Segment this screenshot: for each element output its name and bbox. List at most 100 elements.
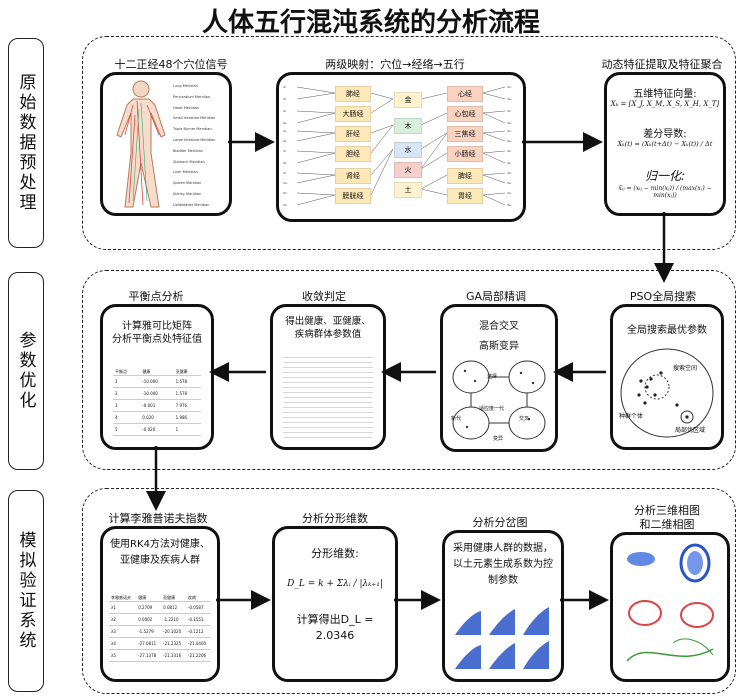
bifurcation-card: 采用健康人群的数据，以土元素生成系数为控制参数 <box>442 530 564 682</box>
svg-text:d₃₁: d₃₁ <box>507 149 512 153</box>
meridian-label: Small Intestine Meridian <box>173 116 216 121</box>
table-cell: λ5 <box>109 649 137 662</box>
ga-label-select: 选择 <box>487 374 498 380</box>
pso-card: 全局搜索最优参数 搜索空间 种群个体 局部优区域 <box>610 304 724 450</box>
phase-card <box>610 532 730 682</box>
meridian-label: Liver Meridian <box>173 170 198 175</box>
meridian-stomach: 胃经 <box>447 188 483 204</box>
table-cell: -27.0811 <box>136 637 162 650</box>
pso-label-space: 搜索空间 <box>673 365 698 372</box>
table-header: 亚健康 <box>161 595 187 602</box>
table-header: 李雅普诺夫 <box>109 595 137 602</box>
svg-text:d₇: d₇ <box>283 149 287 153</box>
feature-card: 五维特征向量: Xₖ = [X_J, X_M, X_S, X_H, X_T] 差… <box>604 72 726 216</box>
norm-formula: x̃ᵢⱼ = (xᵢⱼ − min(xⱼ)) / (max(xⱼ) − min(… <box>618 185 712 199</box>
table-header: 疾病 <box>186 595 211 602</box>
table-cell: 1 <box>173 423 201 436</box>
meridian-label: Gallbladder Meridian <box>173 202 210 207</box>
meridian-liver: 肝经 <box>335 126 371 142</box>
table-cell: 2 <box>113 387 141 400</box>
meridian-label: Stomach Meridian <box>173 159 205 164</box>
element-metal: 金 <box>394 92 422 108</box>
table-cell: 4 <box>113 411 141 424</box>
element-earth: 土 <box>394 182 422 198</box>
meridian-label: Pericardium Meridian <box>173 94 211 99</box>
pso-caption: PSO全局搜索 <box>629 290 697 303</box>
meridian-label: Spleen Meridian <box>173 181 202 186</box>
region-preprocess <box>82 36 736 250</box>
table-header: 健康 <box>136 595 162 602</box>
ga-card: 混合交叉 高斯变异 选择 交叉 变异 适应度一代 新代 <box>440 304 558 452</box>
table-cell: 1.578 <box>173 375 201 388</box>
table-header: 平衡点 <box>113 369 141 376</box>
meridian-label: Heart Meridian <box>173 105 199 110</box>
table-cell: -0.020 <box>140 423 174 436</box>
table-cell: -20.1020 <box>161 625 187 638</box>
svg-text:d₆: d₆ <box>283 139 287 143</box>
svg-text:d₃₀: d₃₀ <box>507 139 512 143</box>
ga-label-new: 新代 <box>451 416 462 422</box>
table-cell: -27.1378 <box>136 649 162 662</box>
table-cell: λ3 <box>109 625 137 638</box>
ga-text-crossover: 混合交叉 <box>479 321 519 332</box>
phase-caption-3d: 分析三维相图 <box>634 504 700 517</box>
acupoint-card: Lung Meridian Pericardium Meridian Heart… <box>100 72 232 216</box>
meridian-label: Triple Burner Meridian <box>173 127 212 132</box>
meridian-triple-burner: 三焦经 <box>447 126 483 142</box>
svg-text:d₄: d₄ <box>283 121 287 125</box>
table-header: 健康 <box>140 369 174 376</box>
table-cell: λ1 <box>109 601 137 614</box>
ga-caption: GA局部精调 <box>465 290 527 303</box>
lyapunov-text: 使用RK4方法对健康、亚健康及疾病人群 <box>110 539 210 566</box>
ga-label-crossover: 交叉 <box>519 416 530 422</box>
bifurcation-plots <box>455 607 549 669</box>
convergence-text: 得出健康、亚健康、疾病群体参数值 <box>285 316 371 340</box>
meridian-small-intestine: 小肠经 <box>447 146 483 162</box>
table-cell: -10.000 <box>140 375 174 388</box>
table-cell: -1.5279 <box>136 625 162 638</box>
table-cell: -21.0400 <box>186 637 211 650</box>
fractal-result-label: 计算得出D_L = <box>296 613 374 626</box>
phase-caption-2d: 和二维相图 <box>639 518 695 531</box>
table-cell: -0.1212 <box>186 625 211 638</box>
pso-text: 全局搜索最优参数 <box>627 325 707 336</box>
vector-title: 五维特征向量: <box>633 89 697 100</box>
bifurcation-text: 采用健康人群的数据，以土元素生成系数为控制参数 <box>453 543 553 586</box>
norm-title: 归一化: <box>644 169 686 183</box>
table-cell: -21.3316 <box>161 649 187 662</box>
svg-text:d₃₂: d₃₂ <box>507 161 512 165</box>
svg-text:d₃₄: d₃₄ <box>507 181 512 185</box>
page-title: 人体五行混沌系统的分析流程 <box>201 8 540 38</box>
fractal-formula: D_L = k + Σλᵢ / |λₖ₊₁| <box>287 579 383 589</box>
fractal-title: 分形维数: <box>311 547 359 560</box>
svg-text:d₃₃: d₃₃ <box>507 171 512 175</box>
meridian-bladder: 膀胱经 <box>335 188 371 204</box>
svg-text:d₂₅: d₂₅ <box>507 85 512 89</box>
diff-formula: Ẋₖ(t) = (Xₖ(t+Δt) − Xₖ(t)) / Δt <box>617 140 713 148</box>
meridian-spleen: 脾经 <box>447 168 483 184</box>
ga-label-fitness: 适应度一代 <box>479 406 505 412</box>
meridian-label: Kidney Meridian <box>173 191 202 196</box>
meridian-large-intestine: 大肠经 <box>335 106 371 122</box>
parameter-table <box>283 353 373 441</box>
acupoint-caption: 十二正经48个穴位信号 <box>114 58 228 71</box>
table-cell: 0.0002 <box>136 613 162 626</box>
bifurcation-caption: 分析分岔图 <box>472 516 528 529</box>
pso-label-individual: 种群个体 <box>619 413 644 420</box>
equilibrium-caption: 平衡点分析 <box>128 290 184 303</box>
meridian-heart: 心经 <box>447 86 483 102</box>
table-cell: -1.2210 <box>161 613 187 626</box>
meridian-gallbladder: 胆经 <box>335 146 371 162</box>
meridian-lung: 肺经 <box>335 86 371 102</box>
svg-text:d₅: d₅ <box>283 129 287 133</box>
table-cell: 0.0812 <box>161 601 187 614</box>
mapping-caption: 两级映射：穴位→经络→五行 <box>325 58 465 71</box>
fractal-result-value: 2.0346 <box>315 629 355 642</box>
svg-text:d₃: d₃ <box>283 109 287 113</box>
fractal-card: 分形维数: D_L = k + Σλᵢ / |λₖ₊₁| 计算得出D_L = 2… <box>272 526 398 682</box>
jacobian-text: 计算雅可比矩阵 <box>122 321 192 332</box>
svg-text:d₁: d₁ <box>283 85 287 89</box>
table-cell: -0.001 <box>140 399 174 412</box>
table-cell: 1 <box>113 375 141 388</box>
